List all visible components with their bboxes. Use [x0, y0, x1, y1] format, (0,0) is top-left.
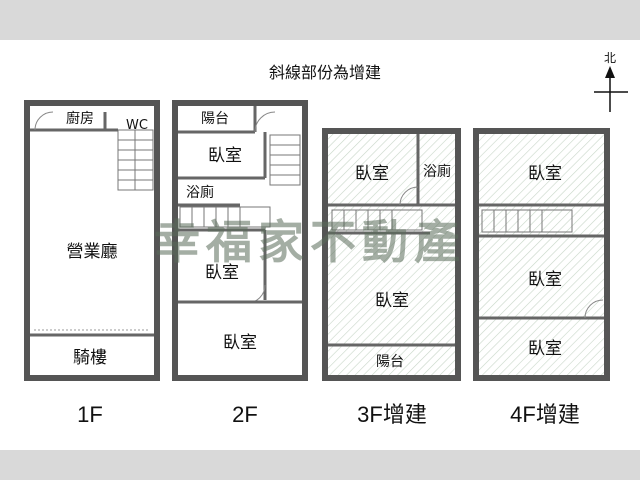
- stairs-icon: [481, 209, 573, 233]
- floor-caption-2f: 2F: [232, 402, 258, 427]
- addition-note: 斜線部份為增建: [269, 63, 381, 82]
- stairs-icon: [179, 134, 301, 228]
- room-label-bedroom: 臥室: [208, 146, 242, 166]
- floor-1f-plan: [24, 100, 160, 381]
- room-label-business-hall: 營業廳: [67, 242, 118, 262]
- room-label-arcade: 騎樓: [73, 348, 107, 368]
- room-label-kitchen: 廚房: [66, 110, 94, 127]
- north-label: 北: [604, 51, 616, 65]
- room-label-bedroom: 臥室: [223, 333, 257, 353]
- watermark-text: 幸福家不動產: [154, 215, 466, 269]
- floor-3f-plan: [322, 128, 461, 381]
- room-label-bedroom: 臥室: [205, 263, 239, 283]
- room-label-bedroom: 臥室: [528, 339, 562, 359]
- room-label-bathroom: 浴廁: [423, 163, 451, 180]
- room-label-bedroom: 臥室: [355, 164, 389, 184]
- north-arrow-icon: [594, 66, 628, 112]
- floor-caption-3f: 3F增建: [357, 402, 427, 427]
- floor-4f-plan: [473, 128, 610, 381]
- stairs-icon: [331, 209, 423, 231]
- room-label-bedroom: 臥室: [375, 291, 409, 311]
- floor-caption-1f: 1F: [77, 402, 103, 427]
- room-label-balcony: 陽台: [201, 111, 229, 127]
- room-label-bedroom: 臥室: [528, 164, 562, 184]
- room-label-bedroom: 臥室: [528, 270, 562, 290]
- floor-2f-plan: [172, 100, 308, 381]
- room-label-wc: WC: [126, 118, 148, 133]
- room-label-bathroom: 浴廁: [186, 184, 214, 201]
- room-label-balcony: 陽台: [376, 354, 404, 370]
- stairs-icon: [117, 129, 154, 191]
- floor-caption-4f: 4F增建: [510, 402, 580, 427]
